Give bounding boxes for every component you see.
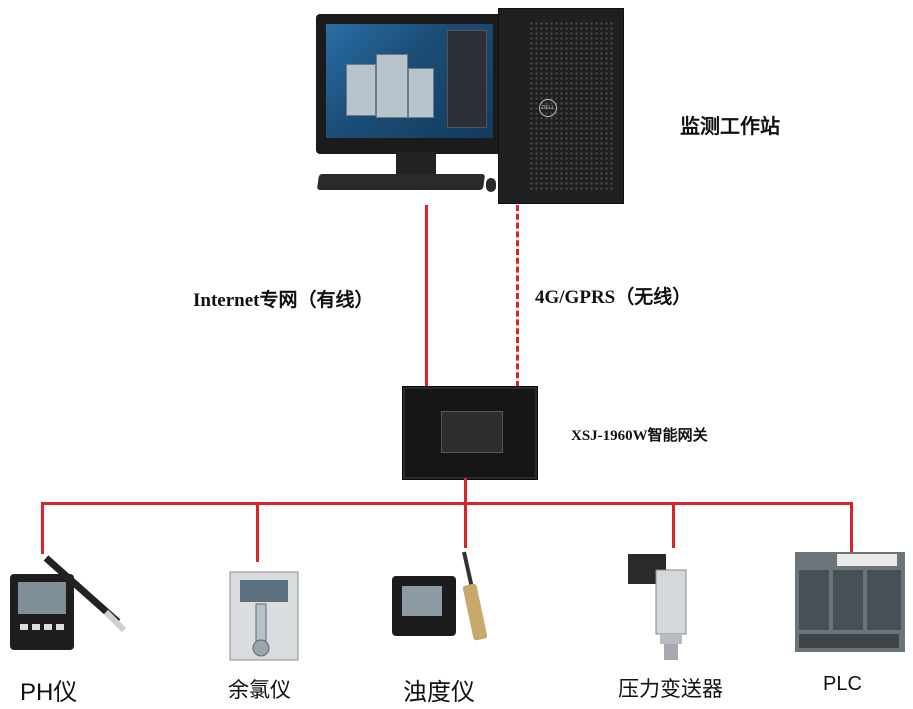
pressure-transmitter-icon bbox=[628, 554, 687, 660]
wired-link-label: Internet专网（有线） bbox=[193, 290, 374, 311]
ph-meter-icon bbox=[10, 555, 127, 650]
mouse-icon bbox=[486, 178, 496, 192]
pc-tower-icon: DELL bbox=[498, 8, 624, 204]
device-label-plc: PLC bbox=[823, 673, 862, 695]
residual-chlorine-analyzer-icon bbox=[229, 571, 299, 661]
bus-branch-pressure bbox=[672, 502, 675, 548]
gateway-icon bbox=[402, 386, 538, 480]
plc-icon bbox=[795, 552, 905, 652]
bus-branch-turbidity bbox=[464, 502, 467, 548]
device-label-pressure: 压力变送器 bbox=[618, 678, 723, 701]
wired-link-line bbox=[425, 205, 428, 387]
turbidity-meter-icon bbox=[392, 551, 488, 641]
keyboard-icon bbox=[316, 174, 486, 190]
device-label-chlorine: 余氯仪 bbox=[228, 679, 291, 702]
gateway-label: XSJ-1960W智能网关 bbox=[571, 428, 708, 444]
bus-line bbox=[41, 502, 853, 505]
bus-drop-line bbox=[464, 478, 467, 502]
device-label-ph: PH仪 bbox=[20, 679, 78, 706]
bus-branch-chlorine bbox=[256, 502, 259, 562]
workstation-label: 监测工作站 bbox=[680, 116, 780, 138]
device-label-turbidity: 浊度仪 bbox=[403, 679, 475, 706]
bus-branch-ph bbox=[41, 502, 44, 554]
wireless-link-line bbox=[516, 205, 519, 387]
monitor-icon bbox=[316, 14, 503, 154]
monitor-stand bbox=[396, 152, 436, 174]
bus-branch-plc bbox=[850, 502, 853, 552]
wireless-link-label: 4G/GPRS（无线） bbox=[535, 287, 692, 308]
